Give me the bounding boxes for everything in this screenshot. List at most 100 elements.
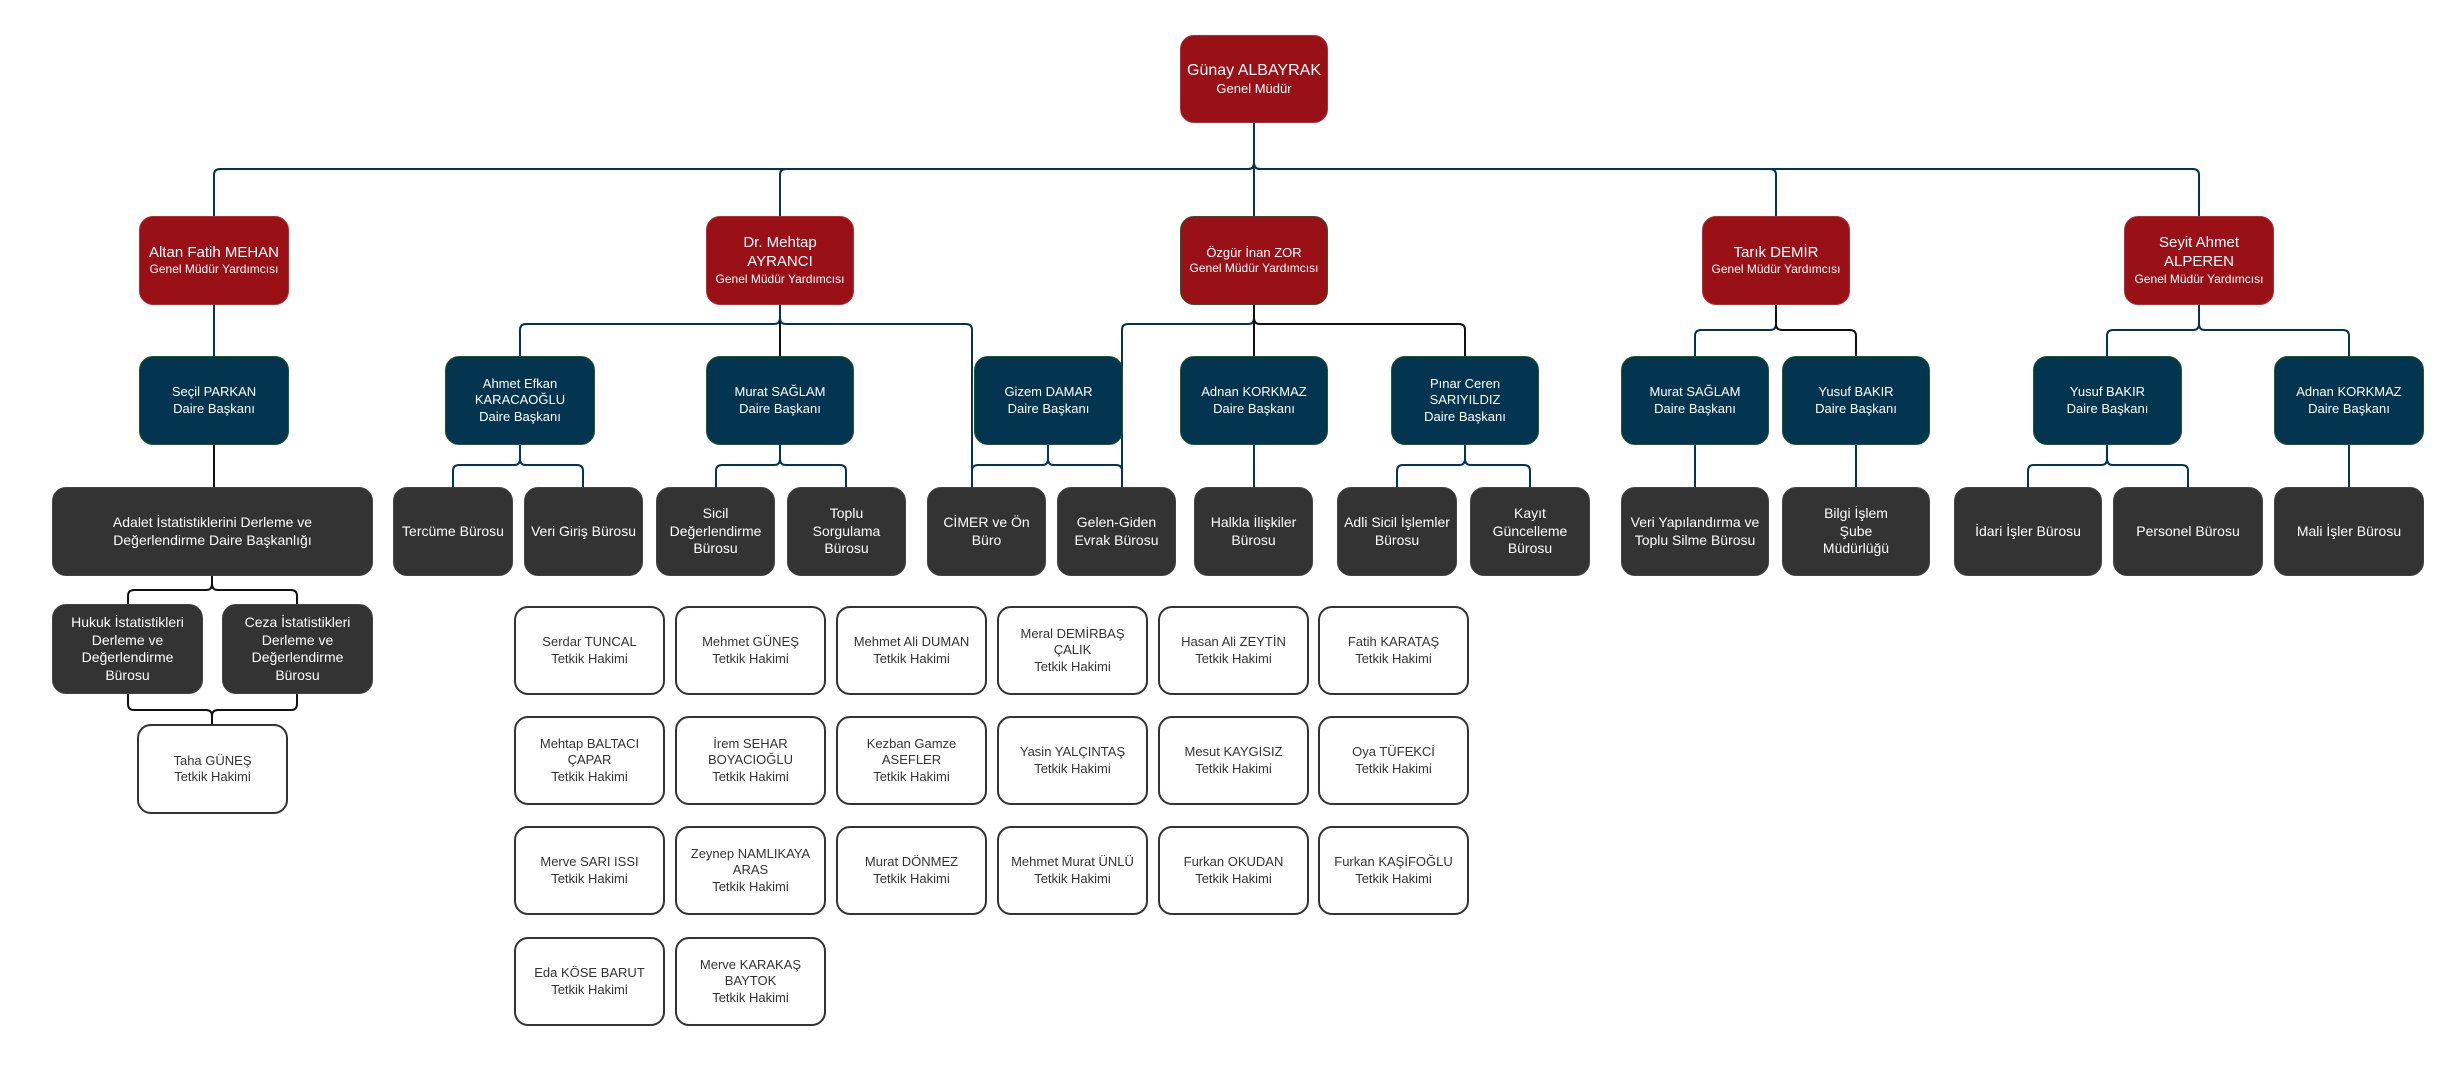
bureau-box[interactable]: Toplu Sorgulama Bürosu <box>787 487 906 576</box>
department-head-box[interactable]: Pınar Ceren SARIYILDIZ Daire Başkanı <box>1391 356 1539 445</box>
department-head-name: Murat SAĞLAM <box>734 384 826 400</box>
department-head-name: Ahmet Efkan KARACAOĞLU <box>474 376 566 408</box>
deputy-title: Genel Müdür Yardımcısı <box>149 262 279 277</box>
deputy-name: Tarık DEMİR <box>1733 243 1819 261</box>
general-director-box[interactable]: Günay ALBAYRAK Genel Müdür <box>1180 35 1328 123</box>
department-head-box[interactable]: Ahmet Efkan KARACAOĞLU Daire Başkanı <box>445 356 595 445</box>
bureau-box[interactable]: Adli Sicil İşlemler Bürosu <box>1337 487 1457 576</box>
sub-bureau-box[interactable]: Ceza İstatistikleri Derleme ve Değerlend… <box>222 604 373 694</box>
bureau-box[interactable]: İdari İşler Bürosu <box>1954 487 2102 576</box>
bureau-box[interactable]: Mali İşler Bürosu <box>2274 487 2424 576</box>
bureau-label: Adalet İstatistiklerini Derleme ve Değer… <box>112 514 313 548</box>
bureau-label: Kayıt Güncelleme Bürosu <box>1492 505 1568 557</box>
deputy-box[interactable]: Özgür İnan ZOR Genel Müdür Yardımcısı <box>1180 216 1328 305</box>
department-head-title: Daire Başkanı <box>739 400 821 416</box>
bureau-box[interactable]: Sicil Değerlendirme Bürosu <box>656 487 775 576</box>
deputy-name: Özgür İnan ZOR <box>1206 244 1302 260</box>
bureau-label: Tercüme Bürosu <box>402 522 504 539</box>
deputy-title: Genel Müdür Yardımcısı <box>1711 262 1841 277</box>
department-head-box[interactable]: Seçil PARKAN Daire Başkanı <box>139 356 289 445</box>
deputy-name: Dr. Mehtap AYRANCI <box>743 234 817 270</box>
bureau-label: Veri Yapılandırma ve Toplu Silme Bürosu <box>1630 514 1760 548</box>
judge-title: Tetkik Hakimi <box>551 768 628 784</box>
department-head-name: Yusuf BAKIR <box>2069 384 2146 400</box>
connector-line <box>2106 305 2200 356</box>
bureau-label: Toplu Sorgulama Bürosu <box>812 505 881 557</box>
department-head-box[interactable]: Adnan KORKMAZ Daire Başkanı <box>2274 356 2424 445</box>
department-head-title: Daire Başkanı <box>1213 400 1295 416</box>
judge-title: Tetkik Hakimi <box>174 769 251 784</box>
connector-line <box>127 694 213 724</box>
department-head-box[interactable]: Yusuf BAKIR Daire Başkanı <box>2033 356 2182 445</box>
judge-box[interactable]: Taha GÜNEŞ Tetkik Hakimi <box>137 724 288 814</box>
judge-title: Tetkik Hakimi <box>1355 870 1432 886</box>
bureau-box[interactable]: Halkla İlişkiler Bürosu <box>1194 487 1313 576</box>
connector-line <box>211 576 298 604</box>
department-head-box[interactable]: Murat SAĞLAM Daire Başkanı <box>1621 356 1769 445</box>
judge-title: Tetkik Hakimi <box>873 650 950 666</box>
department-head-box[interactable]: Gizem DAMAR Daire Başkanı <box>974 356 1123 445</box>
department-head-name: Pınar Ceren SARIYILDIZ <box>1429 376 1501 408</box>
sub-bureau-label: Hukuk İstatistikleri Derleme ve Değerlen… <box>71 614 184 683</box>
connector-line <box>1047 445 1123 487</box>
department-head-box[interactable]: Adnan KORKMAZ Daire Başkanı <box>1180 356 1328 445</box>
deputy-name: Altan Fatih MEHAN <box>148 243 280 261</box>
connector-line <box>452 445 521 487</box>
connector-line <box>519 305 781 356</box>
department-head-name: Gizem DAMAR <box>1004 384 1093 400</box>
connector-line <box>1253 305 1466 356</box>
judge-name: Taha GÜNEŞ <box>173 752 252 768</box>
bureau-box[interactable]: Veri Giriş Bürosu <box>524 487 643 576</box>
judge-name: Furkan OKUDAN <box>1183 854 1284 870</box>
judge-name: Murat DÖNMEZ <box>864 854 959 870</box>
judge-name: Kezban Gamze ASEFLER <box>866 736 957 768</box>
bureau-box[interactable]: Veri Yapılandırma ve Toplu Silme Bürosu <box>1621 487 1769 576</box>
bureau-box[interactable]: Gelen-Giden Evrak Bürosu <box>1057 487 1176 576</box>
bureau-box[interactable]: Kayıt Güncelleme Bürosu <box>1470 487 1590 576</box>
department-head-title: Daire Başkanı <box>479 408 561 424</box>
bureau-box[interactable]: Tercüme Bürosu <box>393 487 513 576</box>
deputy-box[interactable]: Altan Fatih MEHAN Genel Müdür Yardımcısı <box>139 216 289 305</box>
judge-name: Mehmet GÜNEŞ <box>702 634 799 650</box>
deputy-box[interactable]: Dr. Mehtap AYRANCI Genel Müdür Yardımcıs… <box>706 216 854 305</box>
judge-name: İrem SEHAR BOYACIOĞLU <box>707 736 793 768</box>
department-head-box[interactable]: Yusuf BAKIR Daire Başkanı <box>1782 356 1930 445</box>
connector-line <box>1775 305 1857 356</box>
department-head-box[interactable]: Murat SAĞLAM Daire Başkanı <box>706 356 854 445</box>
sub-bureau-label: Ceza İstatistikleri Derleme ve Değerlend… <box>244 614 351 683</box>
bureau-box[interactable]: Personel Bürosu <box>2113 487 2263 576</box>
judge-name: Eda KÖSE BARUT <box>534 965 645 981</box>
sub-bureau-box[interactable]: Hukuk İstatistikleri Derleme ve Değerlen… <box>52 604 203 694</box>
judge-title: Tetkik Hakimi <box>712 989 789 1005</box>
deputy-box[interactable]: Tarık DEMİR Genel Müdür Yardımcısı <box>1702 216 1850 305</box>
bureau-box[interactable]: Bilgi İşlem Şube Müdürlüğü <box>1782 487 1930 576</box>
department-head-title: Daire Başkanı <box>1007 400 1090 416</box>
judge-name: Yasin YALÇINTAŞ <box>1019 744 1126 760</box>
deputy-box[interactable]: Seyit Ahmet ALPEREN Genel Müdür Yardımcı… <box>2124 216 2274 305</box>
bureau-label: Adli Sicil İşlemler Bürosu <box>1344 514 1450 548</box>
connector-line <box>211 694 298 724</box>
bureau-box[interactable]: Adalet İstatistiklerini Derleme ve Değer… <box>52 487 373 576</box>
bureau-box[interactable]: CİMER ve Ön Büro <box>927 487 1046 576</box>
connector-line <box>2027 445 2108 487</box>
